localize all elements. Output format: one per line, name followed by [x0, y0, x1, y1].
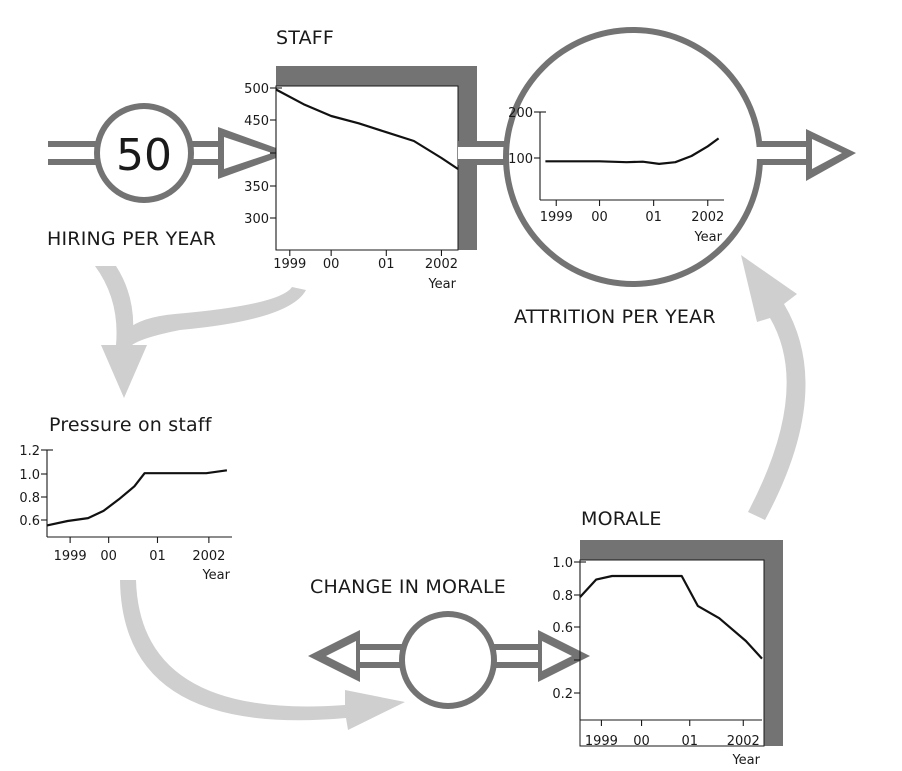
attrition-x-tick-label: 00 — [591, 210, 608, 225]
feedback-arrow-hiring-to-pressure — [95, 266, 147, 398]
morale-series-line — [579, 574, 763, 660]
feedback-arrow-staff-to-pressure — [118, 287, 306, 350]
staff-y-tick-label: 300 — [244, 212, 269, 227]
staff-series-line — [275, 88, 459, 170]
feedback-arrow-pressure-to-change — [120, 580, 405, 730]
hiring-valve — [94, 103, 194, 203]
pressure-x-tick-label: 2002 — [192, 549, 225, 564]
attrition-x-tick-label: 2002 — [691, 210, 724, 225]
morale-y-tick-label: 0.2 — [552, 687, 573, 702]
outflow-pipe-staff-to-attrition — [458, 141, 512, 165]
morale-y-tick-label: 0.6 — [552, 621, 573, 636]
pressure-x-tick-label: 1999 — [54, 549, 87, 564]
hiring-value: 50 — [116, 130, 172, 181]
attrition-y-tick-label: 200 — [508, 106, 533, 121]
pressure-y-tick-label: 0.6 — [19, 514, 40, 529]
pressure-x-unit: Year — [201, 568, 230, 583]
morale-title: MORALE — [581, 508, 662, 530]
staff-x-tick-label: 01 — [378, 257, 395, 272]
attrition-x-tick-label: 1999 — [540, 210, 573, 225]
attrition-valve — [503, 27, 763, 287]
morale-y-tick-label: 1.0 — [552, 556, 573, 571]
attrition-label: ATTRITION PER YEAR — [514, 306, 716, 328]
morale-x-tick-label: 00 — [633, 734, 650, 749]
pressure-series-line — [46, 469, 228, 527]
staff-y-tick-label: 450 — [244, 114, 269, 129]
pressure-x-tick-label: 00 — [100, 549, 117, 564]
staff-title: STAFF — [276, 27, 334, 49]
staff-y-tick-label: 350 — [244, 180, 269, 195]
pressure-y-tick-label: 1.2 — [19, 444, 40, 459]
pressure-x-tick-label: 01 — [149, 549, 166, 564]
hiring-inflow-pipe — [48, 127, 290, 179]
attrition-x-unit: Year — [693, 230, 722, 245]
staff-x-tick-label: 1999 — [273, 257, 306, 272]
staff-stock-box — [275, 66, 477, 251]
hiring-label: HIRING PER YEAR — [47, 228, 216, 250]
attrition-y-tick-label: 100 — [508, 152, 533, 167]
change-in-morale-label: CHANGE IN MORALE — [310, 576, 506, 598]
staff-x-tick-label: 2002 — [425, 257, 458, 272]
pressure-title: Pressure on staff — [49, 414, 213, 436]
change-in-morale-biflow — [308, 611, 590, 709]
staff-x-unit: Year — [427, 277, 456, 292]
morale-y-tick-label: 0.8 — [552, 589, 573, 604]
attrition-series-line — [545, 137, 720, 165]
morale-x-tick-label: 01 — [681, 734, 698, 749]
morale-x-tick-label: 2002 — [727, 734, 760, 749]
attrition-outflow-pipe — [756, 129, 856, 181]
morale-x-tick-label: 1999 — [585, 734, 618, 749]
pressure-y-tick-label: 1.0 — [19, 468, 40, 483]
feedback-arrow-morale-to-attrition — [741, 255, 806, 520]
pressure-y-tick-label: 0.8 — [19, 491, 40, 506]
morale-stock-box — [579, 540, 783, 747]
staff-y-tick-label: 500 — [244, 82, 269, 97]
attrition-x-tick-label: 01 — [645, 210, 662, 225]
staff-x-tick-label: 00 — [323, 257, 340, 272]
morale-x-unit: Year — [731, 753, 760, 766]
